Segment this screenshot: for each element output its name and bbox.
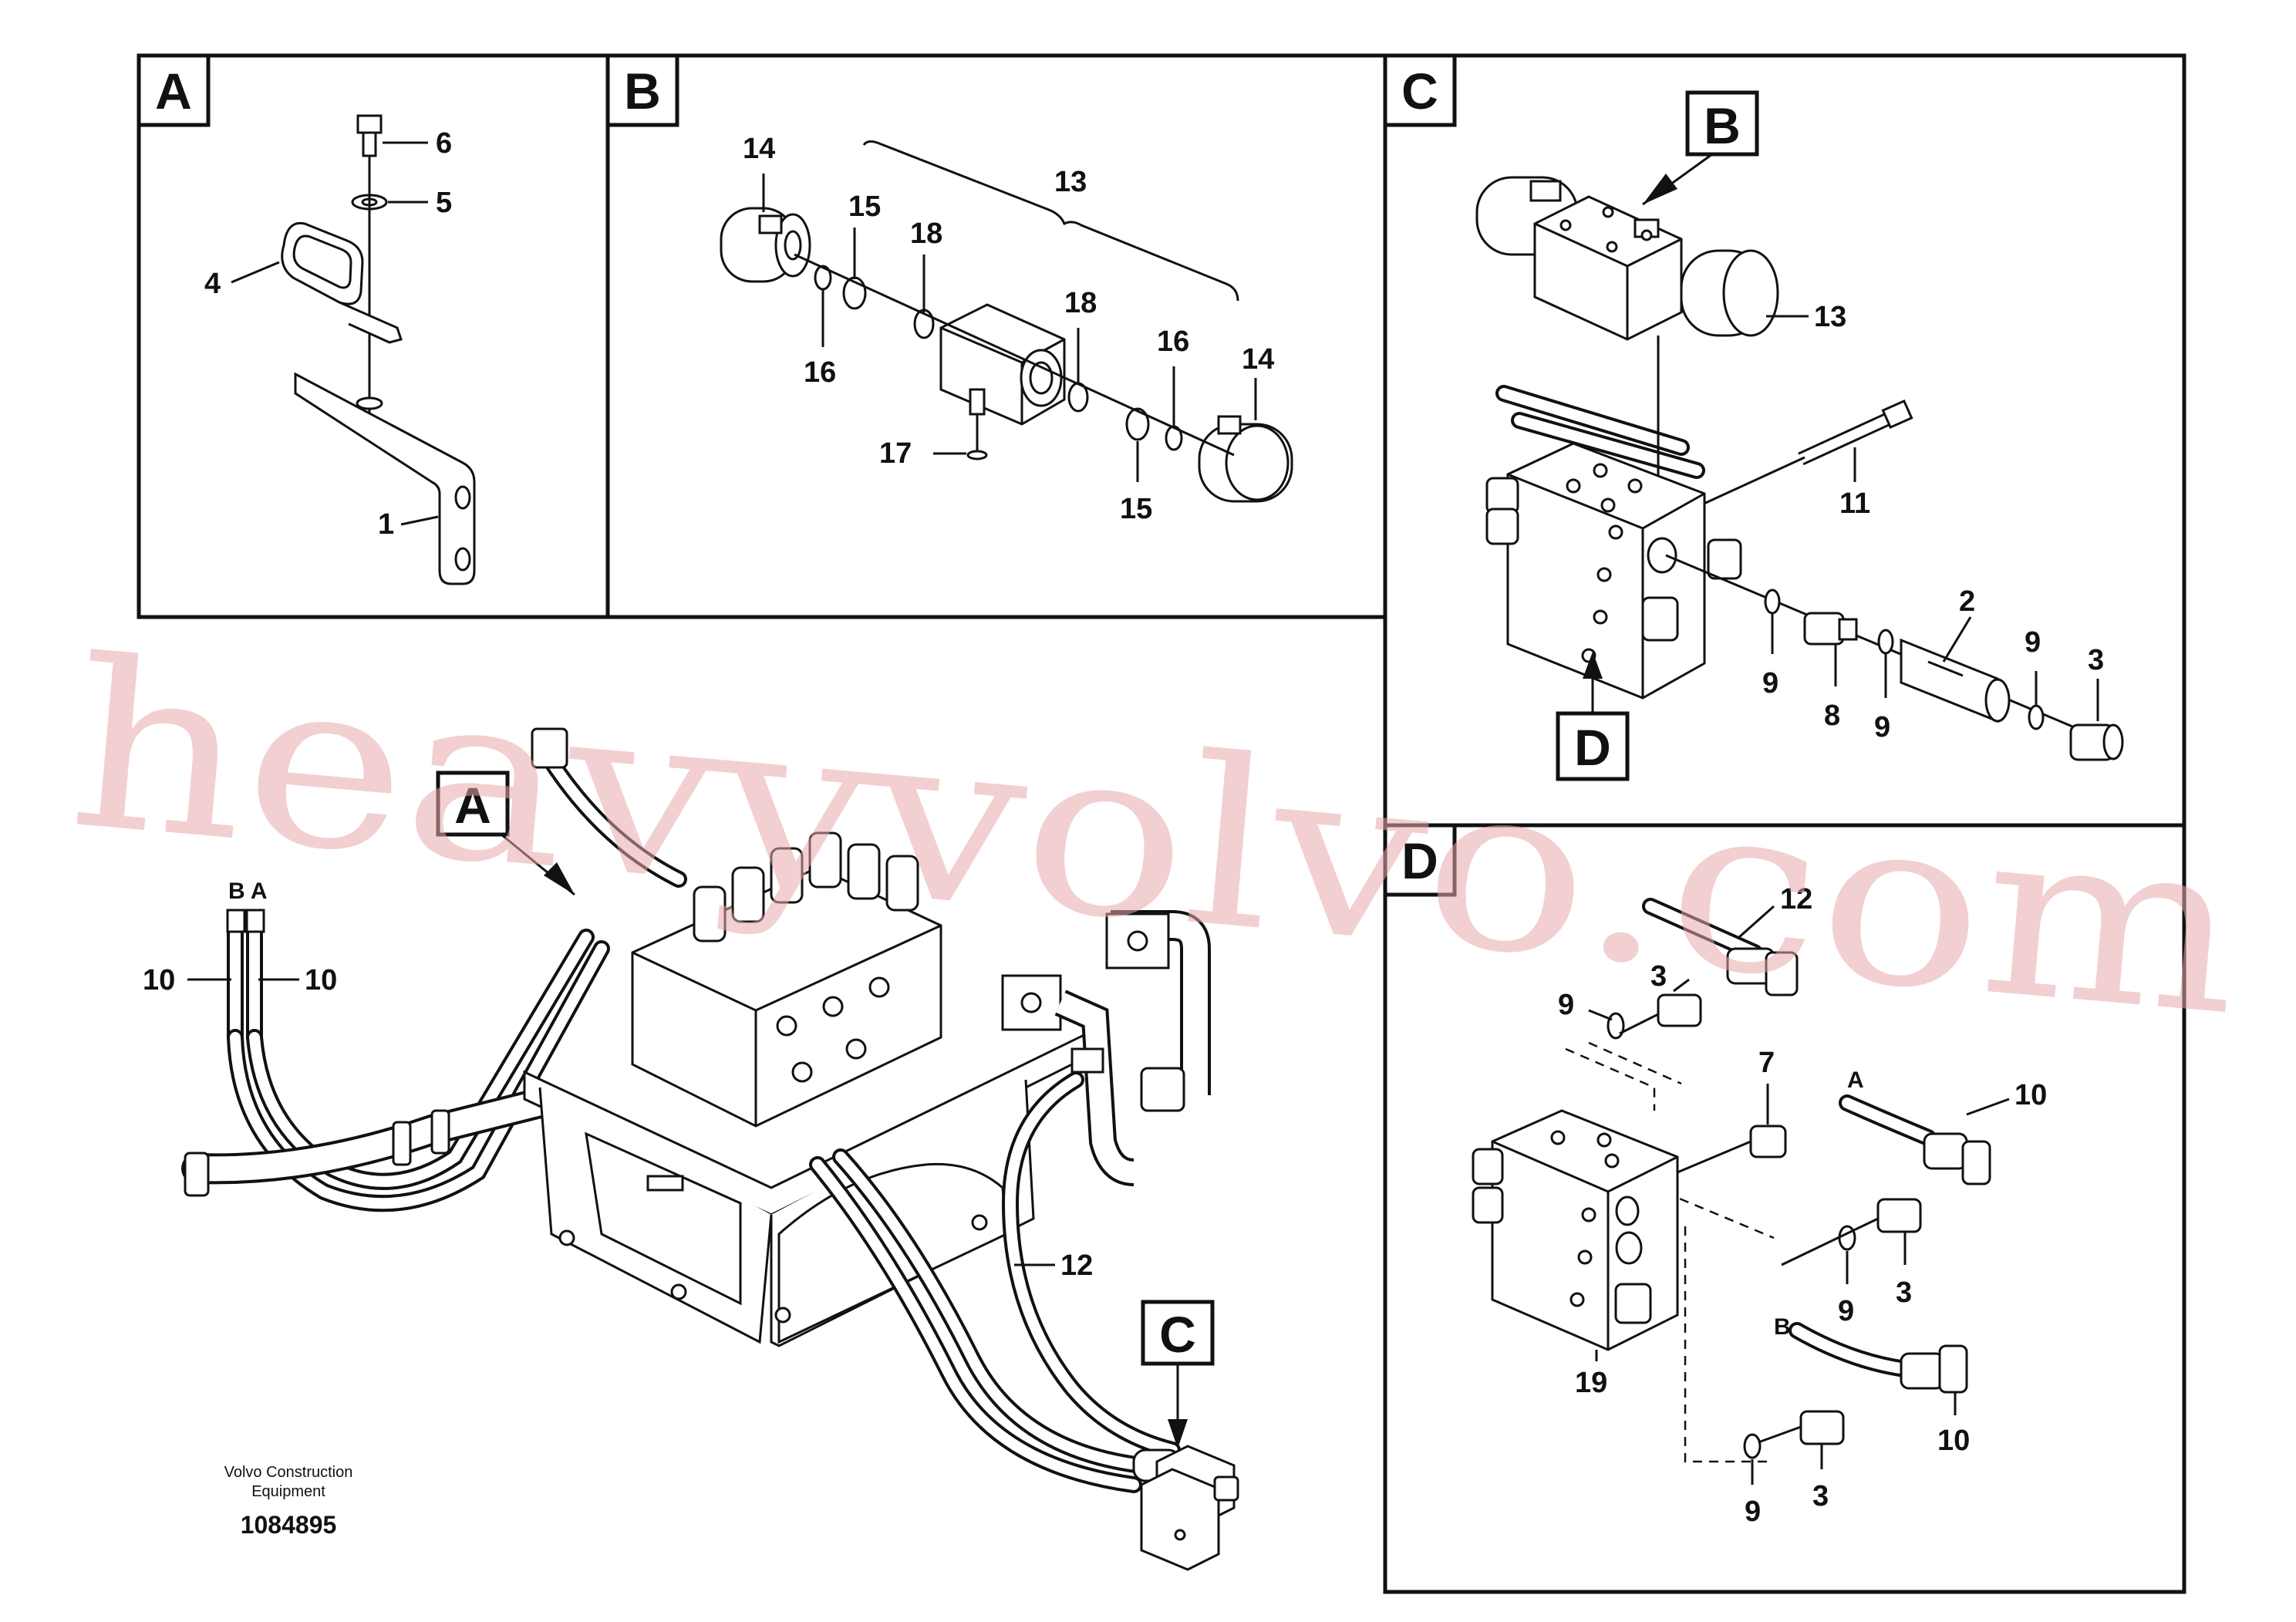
panel-b-drawing xyxy=(720,140,1293,503)
main-port-ba: B A xyxy=(228,878,268,904)
callout-16-right: 16 xyxy=(1157,325,1189,358)
callout-3-mid: 3 xyxy=(1896,1276,1912,1309)
brand-line-2: Equipment xyxy=(251,1483,325,1500)
main-callout-10-right: 10 xyxy=(305,964,337,996)
panel-c-frame xyxy=(1383,53,2186,828)
svg-text:C: C xyxy=(1401,62,1438,120)
callout-1: 1 xyxy=(378,508,394,541)
document-number: 1084895 xyxy=(241,1511,337,1539)
callout-13: 13 xyxy=(1054,166,1087,198)
callout-6: 6 xyxy=(436,127,452,160)
brand-line-1: Volvo Construction xyxy=(224,1464,353,1481)
callout-11: 11 xyxy=(1839,487,1870,520)
panel-c-drawing xyxy=(1475,176,2124,761)
callout-9-first: 9 xyxy=(1762,667,1778,700)
callout-15-bottom: 15 xyxy=(1120,493,1152,525)
svg-text:B: B xyxy=(624,62,661,120)
panel-d-drawing xyxy=(1472,898,1991,1463)
panel-d-callouts: 12 3 9 7 A 10 9 3 19 B 10 9 3 xyxy=(1558,883,2047,1528)
panel-a-callouts: 6 5 4 1 xyxy=(204,127,452,541)
main-assembly-drawing xyxy=(181,727,1239,1571)
callout-5: 5 xyxy=(436,187,452,219)
callout-10-bottom: 10 xyxy=(1937,1425,1970,1457)
panel-b-callouts: 14 13 15 18 16 18 16 14 17 15 xyxy=(743,133,1274,525)
callout-4: 4 xyxy=(204,268,221,300)
callout-19: 19 xyxy=(1575,1367,1607,1399)
main-callout-10-left: 10 xyxy=(143,964,175,996)
callout-2: 2 xyxy=(1959,585,1975,618)
panel-c-label: C xyxy=(1383,53,1457,127)
panel-d-frame xyxy=(1383,823,2186,1594)
callout-12: 12 xyxy=(1780,883,1812,916)
panel-c-ref-b: B xyxy=(1704,97,1741,154)
panel-a-label: A xyxy=(137,53,211,127)
main-ref-a: A xyxy=(454,777,491,834)
callout-7: 7 xyxy=(1758,1047,1775,1079)
svg-text:A: A xyxy=(155,62,192,120)
callout-9-mid: 9 xyxy=(1838,1295,1854,1327)
callout-14-left: 14 xyxy=(743,133,775,165)
panel-c-ref-d: D xyxy=(1574,719,1611,776)
callout-10-top: 10 xyxy=(2014,1079,2047,1111)
panel-c-ref-b-box xyxy=(1685,90,1759,157)
panel-c-callouts: B 13 11 2 9 8 9 9 3 D xyxy=(1556,90,2104,781)
main-ref-c: C xyxy=(1159,1306,1196,1363)
callout-3-bottom: 3 xyxy=(1812,1480,1829,1512)
callout-18-right: 18 xyxy=(1064,287,1097,319)
callout-3-top: 3 xyxy=(1650,960,1667,993)
callout-16-left: 16 xyxy=(804,356,836,389)
panel-a-drawing xyxy=(281,114,476,585)
callout-17: 17 xyxy=(879,437,912,470)
callout-15-top: 15 xyxy=(848,191,881,223)
callout-8: 8 xyxy=(1824,700,1840,732)
main-callouts: A B A 10 10 12 C xyxy=(143,771,1215,1448)
main-ref-a-box xyxy=(436,771,510,837)
callout-14-right: 14 xyxy=(1242,343,1274,376)
callout-18-left: 18 xyxy=(910,218,942,250)
panel-b-label: B xyxy=(605,53,679,127)
callout-9-top: 9 xyxy=(1558,989,1574,1021)
callout-9-third: 9 xyxy=(2025,626,2041,659)
callout-3: 3 xyxy=(2088,644,2104,676)
callout-13: 13 xyxy=(1814,301,1846,333)
port-a-label: A xyxy=(1847,1067,1864,1093)
main-ref-c-box xyxy=(1141,1300,1215,1366)
port-b-label: B xyxy=(1774,1314,1791,1340)
callout-9-bottom: 9 xyxy=(1745,1496,1761,1528)
footer: Volvo Construction Equipment 1084895 xyxy=(224,1464,353,1539)
panel-d-label: D xyxy=(1383,823,1457,897)
callout-9-second: 9 xyxy=(1874,711,1890,744)
panel-c-ref-d-box xyxy=(1556,711,1630,781)
main-callout-12: 12 xyxy=(1060,1249,1093,1282)
svg-text:D: D xyxy=(1401,832,1438,889)
